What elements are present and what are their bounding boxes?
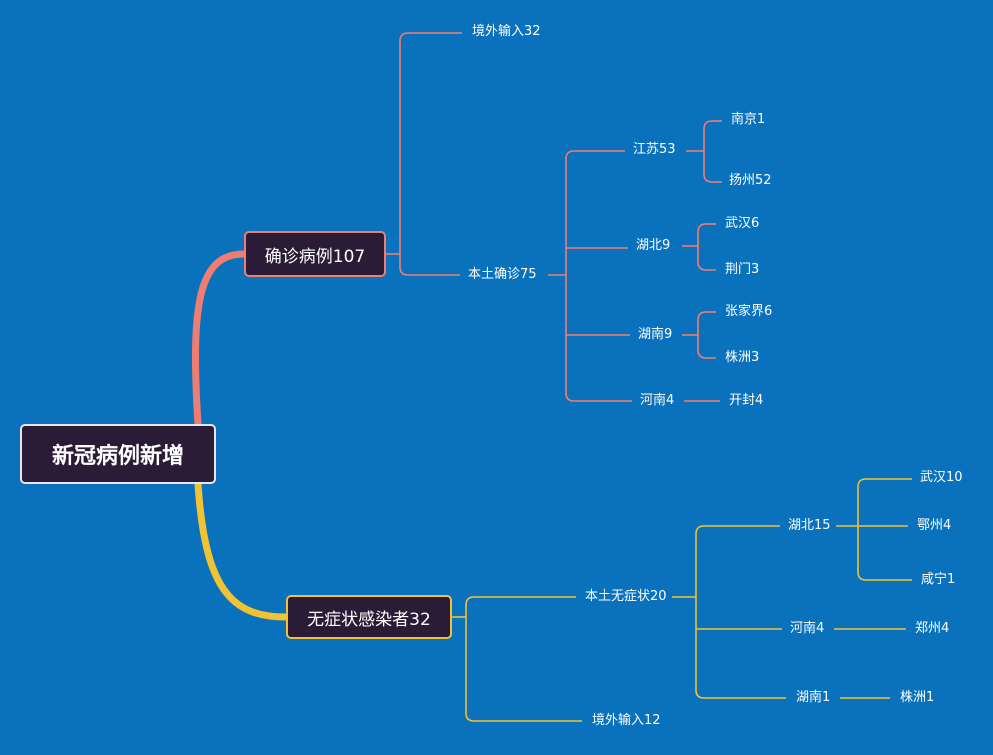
confirmed-nanjing-node[interactable]: 南京1 bbox=[731, 112, 766, 127]
root-to-asymptomatic-connector bbox=[194, 480, 290, 621]
asymptomatic-hunan-node[interactable]: 湖南1 bbox=[796, 690, 831, 705]
confirmed-cases-node[interactable]: 确诊病例107 bbox=[244, 231, 386, 277]
asymptomatic-wuhan-node[interactable]: 武汉10 bbox=[920, 470, 963, 485]
asymptomatic-henan-node[interactable]: 河南4 bbox=[790, 621, 825, 636]
asymptomatic-local-node[interactable]: 本土无症状20 bbox=[585, 589, 667, 604]
asymptomatic-zhuzhou-node[interactable]: 株洲1 bbox=[900, 690, 935, 705]
confirmed-zhuzhou-node[interactable]: 株洲3 bbox=[725, 350, 760, 365]
confirmed-local-node[interactable]: 本土确诊75 bbox=[468, 267, 537, 282]
confirmed-hubei-node[interactable]: 湖北9 bbox=[636, 238, 671, 253]
asymptomatic-cases-node[interactable]: 无症状感染者32 bbox=[286, 595, 452, 639]
asymptomatic-zhengzhou-node[interactable]: 郑州4 bbox=[915, 621, 950, 636]
confirmed-yangzhou-node[interactable]: 扬州52 bbox=[729, 173, 772, 188]
confirmed-henan-node[interactable]: 河南4 bbox=[640, 393, 675, 408]
confirmed-connectors bbox=[386, 32, 722, 402]
confirmed-hunan-node[interactable]: 湖南9 bbox=[638, 327, 673, 342]
confirmed-jingmen-node[interactable]: 荆门3 bbox=[725, 262, 760, 277]
confirmed-imported-node[interactable]: 境外输入32 bbox=[472, 24, 541, 39]
root-to-confirmed-connector bbox=[191, 250, 248, 428]
root-node[interactable]: 新冠病例新增 bbox=[20, 424, 216, 484]
confirmed-jiangsu-node[interactable]: 江苏53 bbox=[633, 142, 676, 157]
asymptomatic-xianning-node[interactable]: 咸宁1 bbox=[921, 572, 956, 587]
asymptomatic-connectors bbox=[452, 478, 912, 722]
confirmed-zhangjiajie-node[interactable]: 张家界6 bbox=[725, 304, 773, 319]
confirmed-wuhan-node[interactable]: 武汉6 bbox=[725, 216, 760, 231]
asymptomatic-imported-node[interactable]: 境外输入12 bbox=[592, 713, 661, 728]
asymptomatic-ezhou-node[interactable]: 鄂州4 bbox=[917, 518, 952, 533]
confirmed-kaifeng-node[interactable]: 开封4 bbox=[729, 393, 764, 408]
asymptomatic-hubei-node[interactable]: 湖北15 bbox=[788, 518, 831, 533]
